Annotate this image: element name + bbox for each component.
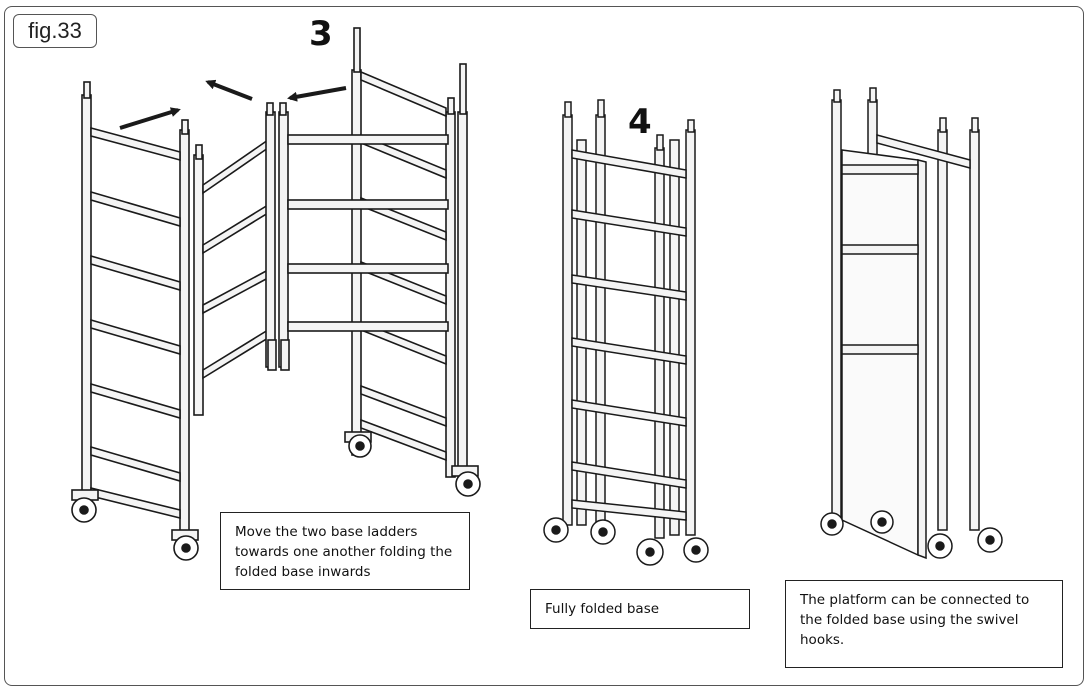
castor-wheel-icon	[451, 465, 481, 497]
folded-upright	[576, 139, 587, 526]
hinge-upright	[278, 111, 289, 368]
caption-step3: Move the two base ladders towards one an…	[220, 512, 470, 590]
folded-upright	[969, 129, 980, 531]
folded-upright	[937, 129, 948, 531]
left-ladder-upright	[193, 154, 204, 416]
folded-upright	[831, 99, 842, 521]
right-ladder-upright	[445, 111, 456, 478]
left-ladder-upright	[179, 129, 190, 541]
castor-wheel-icon	[977, 527, 1003, 553]
left-ladder-rungs	[90, 126, 181, 520]
figure-frame	[4, 6, 1084, 686]
castor-wheel-icon	[344, 431, 372, 458]
step-number-3: 3	[309, 14, 333, 54]
folded-upright	[669, 139, 680, 536]
castor-wheel-icon	[636, 538, 664, 566]
arrow-icon	[119, 79, 347, 130]
folded-rungs	[571, 149, 687, 521]
folded-upright	[685, 129, 696, 536]
caption-step4: Fully folded base	[530, 589, 750, 629]
caption-platform: The platform can be connected to the fol…	[785, 580, 1063, 668]
right-ladder-upright	[351, 69, 362, 456]
right-ladder-upright	[457, 111, 468, 473]
left-ladder-upright	[81, 94, 92, 506]
step-number-4: 4	[628, 102, 652, 142]
folded-upright	[562, 114, 573, 526]
castor-wheel-icon	[71, 489, 99, 523]
figure-label: fig.33	[13, 14, 97, 48]
castor-wheel-icon	[870, 510, 894, 534]
castor-wheel-icon	[590, 519, 616, 545]
step4-illustration	[543, 99, 709, 566]
castor-wheel-icon	[683, 537, 709, 563]
castor-wheel-icon	[543, 517, 569, 543]
castor-wheel-icon	[820, 512, 844, 536]
step3-illustration	[71, 27, 481, 561]
castor-wheel-icon	[171, 529, 199, 561]
platform-illustration	[820, 87, 1003, 560]
hinge-upright	[265, 111, 276, 368]
castor-wheel-icon	[927, 533, 953, 559]
